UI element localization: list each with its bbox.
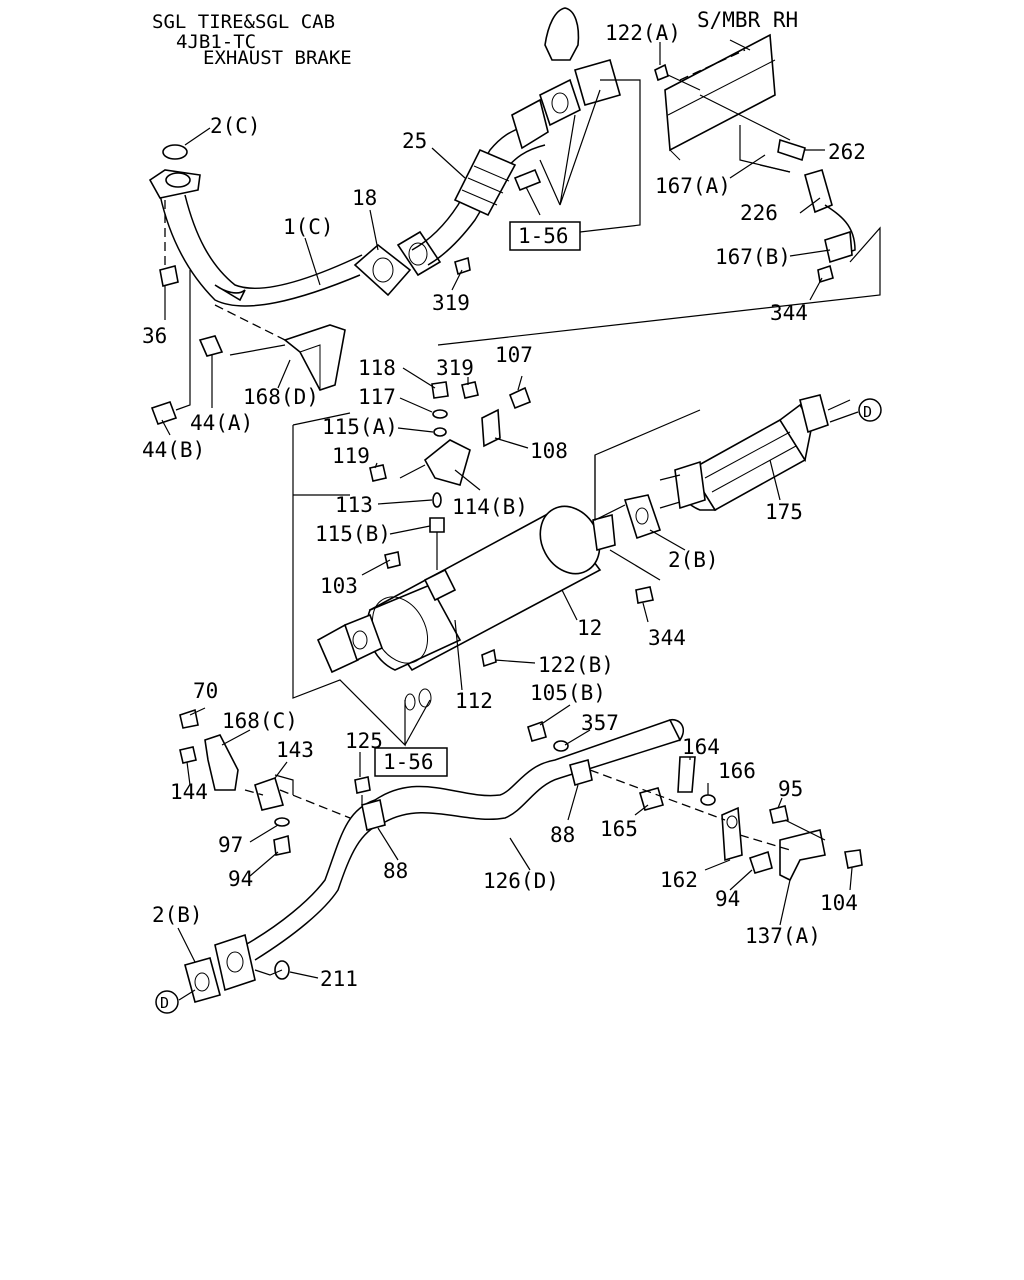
label-2b-upper: 2(B): [668, 548, 719, 572]
label-344-lower: 344: [648, 626, 686, 650]
label-25: 25: [402, 129, 427, 153]
label-344-upper: 344: [770, 301, 808, 325]
label-168d: 168(D): [243, 385, 319, 409]
label-ref-d-upper: D: [863, 403, 872, 421]
label-70: 70: [193, 679, 218, 703]
flange-gasket-18: [353, 230, 442, 297]
label-smbr-rh: S/MBR RH: [697, 8, 798, 32]
label-95: 95: [778, 777, 803, 801]
label-2b-lower: 2(B): [152, 903, 203, 927]
label-144: 144: [170, 780, 208, 804]
label-126d: 126(D): [483, 869, 559, 893]
header-line-3: EXHAUST BRAKE: [203, 47, 352, 69]
ref-box-1-56-upper: [509, 221, 581, 251]
label-ref-1-56-lower: 1-56: [383, 750, 434, 774]
label-114b: 114(B): [452, 495, 528, 519]
muffler-12: [366, 505, 602, 672]
label-44b: 44(B): [142, 438, 205, 462]
label-108: 108: [530, 439, 568, 463]
label-105b: 105(B): [530, 681, 606, 705]
header-line-1: SGL TIRE&SGL CAB: [152, 11, 335, 33]
label-112: 112: [455, 689, 493, 713]
label-165: 165: [600, 817, 638, 841]
label-137a: 137(A): [745, 924, 821, 948]
label-117: 117: [358, 385, 396, 409]
ref-circle-d-lower: [155, 990, 179, 1014]
label-103: 103: [320, 574, 358, 598]
label-125: 125: [345, 729, 383, 753]
label-88-right: 88: [550, 823, 575, 847]
label-115a: 115(A): [322, 415, 398, 439]
label-166: 166: [718, 759, 756, 783]
label-107: 107: [495, 343, 533, 367]
label-164: 164: [682, 735, 720, 759]
label-226: 226: [740, 201, 778, 225]
catalytic-converter-175: [674, 394, 829, 512]
label-357: 357: [581, 711, 619, 735]
label-94-right: 94: [715, 887, 740, 911]
ref-box-1-56-lower: [374, 747, 448, 777]
label-167b: 167(B): [715, 245, 791, 269]
label-143: 143: [276, 738, 314, 762]
label-36: 36: [142, 324, 167, 348]
label-2c: 2(C): [210, 114, 261, 138]
label-18: 18: [352, 186, 377, 210]
label-ref-1-56-upper: 1-56: [518, 224, 569, 248]
label-162: 162: [660, 868, 698, 892]
label-175: 175: [765, 500, 803, 524]
label-94-left: 94: [228, 867, 253, 891]
header-line-2: 4JB1-TC: [176, 31, 256, 53]
label-12: 12: [577, 616, 602, 640]
label-88-left: 88: [383, 859, 408, 883]
label-262: 262: [828, 140, 866, 164]
label-122a: 122(A): [605, 21, 681, 45]
label-1c: 1(C): [283, 215, 334, 239]
label-122b: 122(B): [538, 653, 614, 677]
label-97: 97: [218, 833, 243, 857]
label-ref-d-lower: D: [160, 994, 169, 1012]
label-44a: 44(A): [190, 411, 253, 435]
label-167a: 167(A): [655, 174, 731, 198]
label-319-upper: 319: [432, 291, 470, 315]
side-member-rh: [664, 33, 776, 161]
label-211: 211: [320, 967, 358, 991]
front-pipe: [148, 144, 363, 307]
label-168c: 168(C): [222, 709, 298, 733]
label-119: 119: [332, 444, 370, 468]
label-115b: 115(B): [315, 522, 391, 546]
label-113: 113: [335, 493, 373, 517]
label-319-lower: 319: [436, 356, 474, 380]
ref-circle-d-upper: [858, 398, 882, 422]
flex-pipe-25: [411, 7, 621, 266]
label-104: 104: [820, 891, 858, 915]
label-118: 118: [358, 356, 396, 380]
